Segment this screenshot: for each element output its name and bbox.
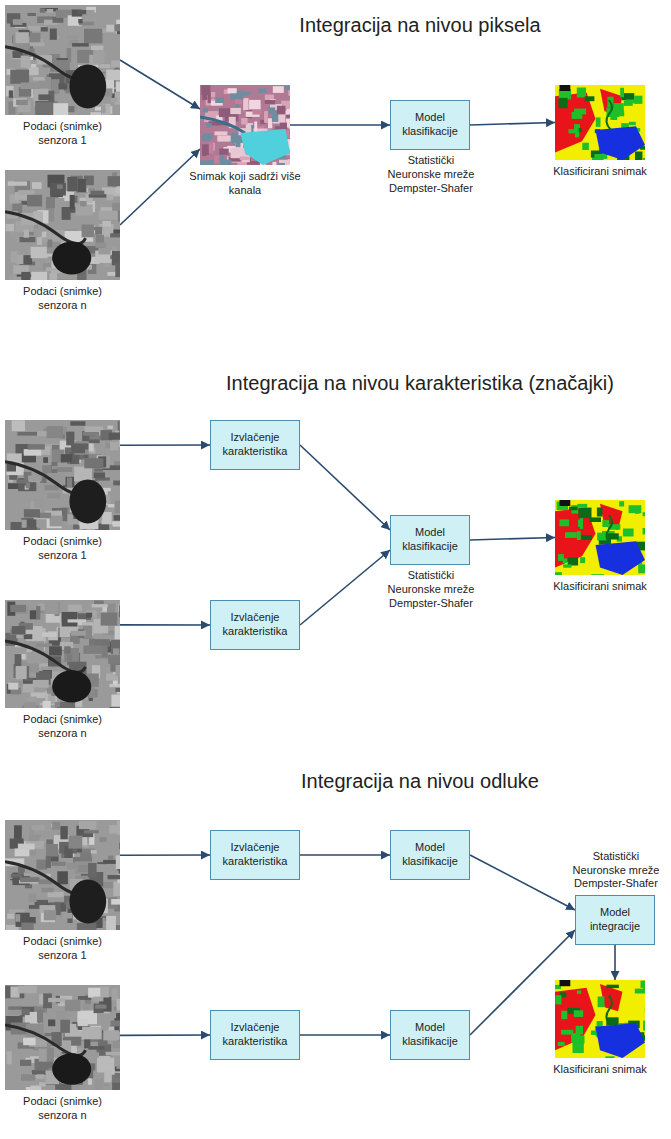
- box-label: Izvlačenje karakteristika: [216, 611, 294, 639]
- image-node: Podaci (snimke) senzora 1: [5, 5, 120, 115]
- image-node: Podaci (snimke) senzora n: [5, 170, 120, 280]
- box-label: Model klasifikacije: [396, 1021, 464, 1049]
- image-node: Podaci (snimke) senzora n: [5, 985, 120, 1090]
- method-note: Statistički Neuronske mreže Dempster-Sha…: [381, 569, 481, 610]
- method-note: Statistički Neuronske mreže Dempster-Sha…: [566, 850, 666, 891]
- image-illustration: [5, 820, 120, 930]
- image-illustration: [555, 980, 645, 1058]
- process-box: Izvlačenje karakteristika: [210, 830, 300, 880]
- arrow-connector: [120, 60, 200, 109]
- process-box: Model klasifikacijeStatistički Neuronske…: [390, 100, 470, 150]
- image-caption: Podaci (snimke) senzora 1: [3, 535, 123, 563]
- process-box: Model klasifikacije: [390, 1010, 470, 1060]
- arrow-connector: [120, 624, 210, 626]
- arrow-connector: [120, 1034, 210, 1036]
- image-illustration: [5, 420, 120, 530]
- image-illustration: [555, 85, 645, 160]
- box-label: Izvlačenje karakteristika: [216, 431, 294, 459]
- image-caption: Podaci (snimke) senzora 1: [3, 935, 123, 963]
- process-box: Model integracijeStatistički Neuronske m…: [575, 895, 655, 945]
- section-heading: Integracija na nivou piksela: [170, 14, 670, 37]
- process-box: Izvlačenje karakteristika: [210, 1010, 300, 1060]
- box-label: Izvlačenje karakteristika: [216, 1021, 294, 1049]
- box-label: Model integracije: [581, 906, 649, 934]
- arrow-connector: [614, 945, 616, 980]
- method-note: Statistički Neuronske mreže Dempster-Sha…: [381, 154, 481, 195]
- process-box: Model klasifikacijeStatistički Neuronske…: [390, 515, 470, 565]
- arrow-connector: [120, 444, 210, 446]
- image-node: Klasificirani snimak: [555, 85, 645, 160]
- box-label: Model klasifikacije: [396, 841, 464, 869]
- process-box: Model klasifikacije: [390, 830, 470, 880]
- box-label: Model klasifikacije: [396, 111, 464, 139]
- image-node: Podaci (snimke) senzora n: [5, 600, 120, 708]
- section-heading: Integracija na nivou odluke: [170, 770, 670, 793]
- image-caption: Klasificirani snimak: [550, 1063, 650, 1077]
- image-illustration: [5, 985, 120, 1090]
- box-label: Model klasifikacije: [396, 526, 464, 554]
- arrow-connector: [470, 123, 555, 126]
- image-node: Podaci (snimke) senzora 1: [5, 420, 120, 530]
- image-caption: Podaci (snimke) senzora n: [3, 1095, 123, 1123]
- image-illustration: [555, 500, 645, 575]
- arrow-connector: [300, 550, 390, 625]
- arrow-connector: [300, 854, 390, 856]
- arrow-connector: [290, 124, 390, 126]
- arrow-connector: [300, 445, 390, 530]
- image-illustration: [5, 170, 120, 280]
- arrow-connector: [470, 538, 555, 541]
- image-caption: Podaci (snimke) senzora n: [3, 285, 123, 313]
- image-caption: Snimak koji sadrži više kanala: [180, 170, 310, 198]
- image-illustration: [5, 5, 120, 115]
- image-node: Snimak koji sadrži više kanala: [200, 85, 290, 165]
- arrow-connector: [120, 149, 200, 225]
- image-illustration: [5, 600, 120, 708]
- image-node: Klasificirani snimak: [555, 980, 645, 1058]
- image-caption: Podaci (snimke) senzora n: [3, 713, 123, 741]
- image-caption: Klasificirani snimak: [550, 580, 650, 594]
- arrow-connector: [300, 1034, 390, 1036]
- arrow-connector: [120, 854, 210, 856]
- arrow-connector: [470, 855, 575, 910]
- process-box: Izvlačenje karakteristika: [210, 600, 300, 650]
- image-caption: Klasificirani snimak: [550, 165, 650, 179]
- image-node: Podaci (snimke) senzora 1: [5, 820, 120, 930]
- image-caption: Podaci (snimke) senzora 1: [3, 120, 123, 148]
- section-heading: Integracija na nivou karakteristika (zna…: [170, 372, 670, 395]
- image-node: Klasificirani snimak: [555, 500, 645, 575]
- process-box: Izvlačenje karakteristika: [210, 420, 300, 470]
- box-label: Izvlačenje karakteristika: [216, 841, 294, 869]
- image-illustration: [200, 85, 290, 165]
